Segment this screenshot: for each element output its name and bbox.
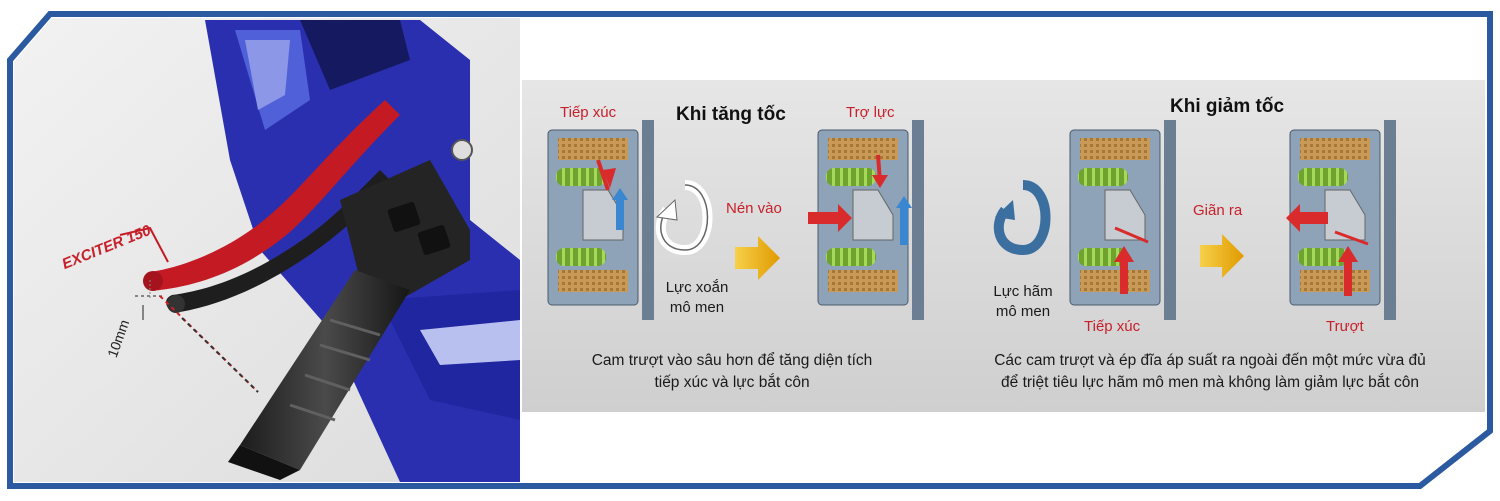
clutch-diagram-accel-1 <box>547 120 654 320</box>
decel-title: Khi giảm tốc <box>1170 96 1285 117</box>
switch-housing <box>340 139 473 300</box>
accel-torque-label: Lực xoắn mô men <box>665 279 729 316</box>
yellow-arrow-accel <box>735 236 780 280</box>
accel-title: Khi tăng tốc <box>676 104 786 125</box>
red-brake-lever <box>145 100 400 291</box>
clutch-diagram-accel-2 <box>808 120 924 320</box>
decel-caption: Các cam trượt và ép đĩa áp suất ra ngoài… <box>994 352 1426 391</box>
yellow-arrow-decel <box>1200 234 1244 278</box>
accel-caption: Cam trượt vào sâu hơn để tăng diện tích … <box>591 352 873 391</box>
handle-grip <box>228 270 410 480</box>
decel-expand-label: Giãn ra <box>1193 202 1243 219</box>
black-lever <box>166 170 392 313</box>
brake-rotation-arrow-decel <box>993 180 1051 256</box>
accel-assist-label: Trợ lực <box>846 104 895 121</box>
accel-contact-label: Tiếp xúc <box>560 104 617 121</box>
decel-brake-label: Lực hãm mô men <box>993 283 1053 320</box>
accel-compress-label: Nén vào <box>726 200 782 217</box>
clutch-diagram-decel-1 <box>1069 120 1176 320</box>
decel-slip-label: Trượt <box>1326 318 1364 335</box>
decel-contact-label: Tiếp xúc <box>1084 318 1141 335</box>
lever-gap-dimension <box>119 226 259 393</box>
torque-rotation-arrow-accel <box>655 180 713 256</box>
clutch-diagram-decel-2 <box>1286 120 1396 320</box>
